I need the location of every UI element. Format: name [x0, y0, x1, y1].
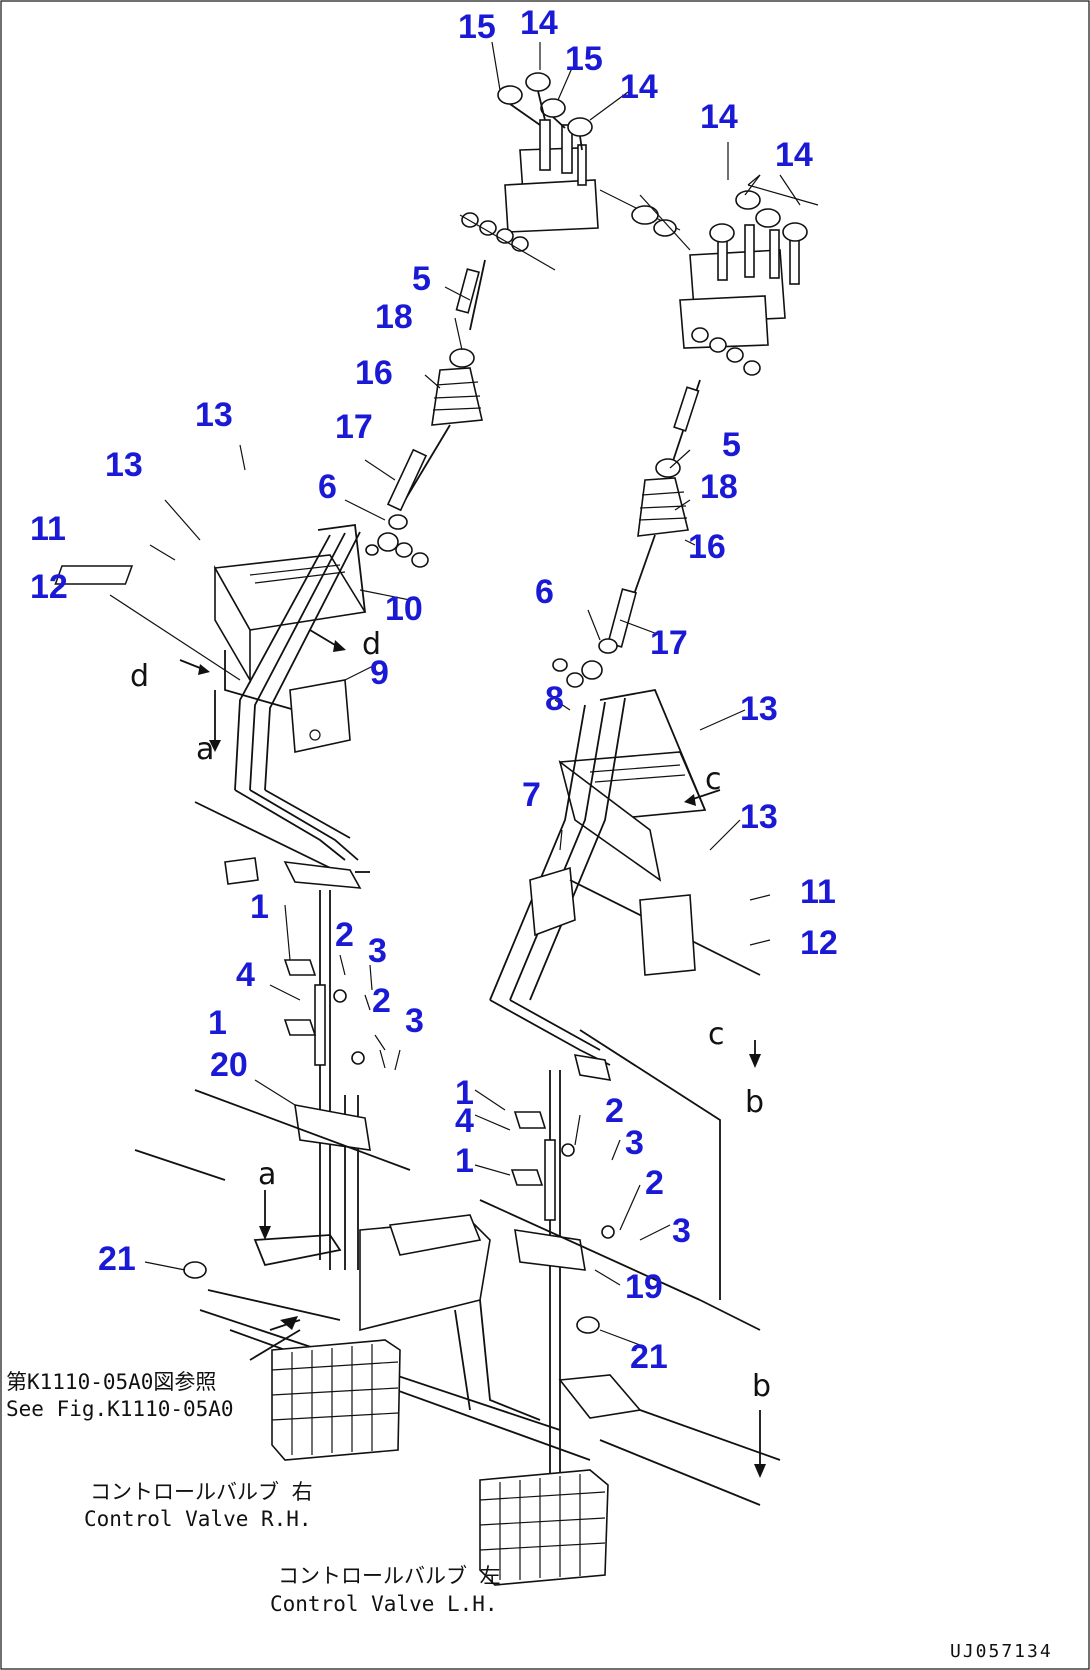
ref-letter-c: c [708, 1017, 725, 1052]
ref-letter-d: d [130, 659, 150, 694]
ref-letter-a: a [196, 732, 215, 767]
ref-letter-b: b [745, 1085, 765, 1120]
callout-21: 21 [98, 1240, 136, 1278]
link-rod-left [134, 890, 411, 1270]
callout-14: 14 [520, 4, 558, 42]
callout-14: 14 [700, 98, 738, 136]
control-valve-lh [479, 1469, 609, 1586]
ref-letter-d: d [362, 627, 382, 662]
base-frame [183, 1214, 781, 1506]
see-figure-caption-en: See Fig.K1110-05A0 [6, 1397, 234, 1421]
callout-7: 7 [522, 776, 541, 814]
link-rod-right [479, 1070, 761, 1490]
control-valve-rh-label-jp: コントロールバルブ 右 [90, 1480, 313, 1504]
callout-6: 6 [318, 468, 337, 506]
callout-6: 6 [535, 573, 554, 611]
callout-20: 20 [210, 1046, 248, 1084]
callout-1: 1 [250, 888, 269, 926]
callout-4: 4 [455, 1102, 474, 1140]
callout-1: 1 [455, 1074, 474, 1112]
drawing-number: UJ057134 [950, 1641, 1053, 1662]
callout-1: 1 [208, 1004, 227, 1042]
callout-2: 2 [645, 1164, 664, 1202]
ref-letter-c: c [705, 762, 722, 797]
callout-10: 10 [385, 590, 423, 628]
control-valve-lh-label-en: Control Valve L.H. [270, 1592, 498, 1616]
callout-8: 8 [545, 680, 564, 718]
callout-3: 3 [405, 1002, 424, 1040]
lever-stand-left [54, 523, 370, 889]
see-figure-caption-jp: 第K1110-05A0図参照 [6, 1370, 217, 1394]
callout-15: 15 [458, 8, 496, 46]
callout-14: 14 [775, 136, 813, 174]
callout-2: 2 [605, 1092, 624, 1130]
callout-18: 18 [375, 298, 413, 336]
control-lever-right [552, 379, 701, 688]
leader-lines [109, 41, 801, 1346]
callout-3: 3 [672, 1212, 691, 1250]
callout-11: 11 [30, 510, 66, 548]
callout-1: 1 [455, 1142, 474, 1180]
grommet-right [576, 1316, 600, 1334]
callout-17: 17 [650, 624, 688, 662]
callout-4: 4 [236, 956, 255, 994]
callout-13: 13 [740, 690, 778, 728]
ref-letter-b: b [752, 1369, 772, 1404]
callout-3: 3 [368, 932, 387, 970]
callout-13: 13 [195, 396, 233, 434]
callout-16: 16 [688, 528, 726, 566]
callout-21: 21 [630, 1338, 668, 1376]
control-valve-rh [271, 1339, 401, 1461]
callout-9: 9 [370, 654, 389, 692]
callout-3: 3 [625, 1124, 644, 1162]
callout-13: 13 [105, 446, 143, 484]
callout-19: 19 [625, 1268, 663, 1306]
control-valve-rh-label-en: Control Valve R.H. [84, 1507, 312, 1531]
callout-12: 12 [30, 568, 68, 606]
ref-letter-a: a [258, 1157, 277, 1192]
control-lever-left [365, 259, 486, 568]
callout-15: 15 [565, 40, 603, 78]
callout-2: 2 [372, 982, 391, 1020]
callout-16: 16 [355, 354, 393, 392]
callout-13: 13 [740, 798, 778, 836]
reference-arrows [179, 629, 766, 1478]
callout-11: 11 [800, 873, 836, 911]
pilot-valve-left-top [459, 72, 681, 271]
pilot-valve-right-top [639, 174, 819, 376]
callout-18: 18 [700, 468, 738, 506]
lever-stand-right [489, 688, 761, 1300]
callout-2: 2 [335, 916, 354, 954]
callout-5: 5 [722, 426, 741, 464]
callout-17: 17 [335, 408, 373, 446]
control-valve-lh-label-jp: コントロールバルブ 左 [278, 1564, 501, 1588]
grommet-left [183, 1261, 207, 1279]
callout-5: 5 [412, 260, 431, 298]
callout-14: 14 [620, 68, 658, 106]
callout-12: 12 [800, 924, 838, 962]
